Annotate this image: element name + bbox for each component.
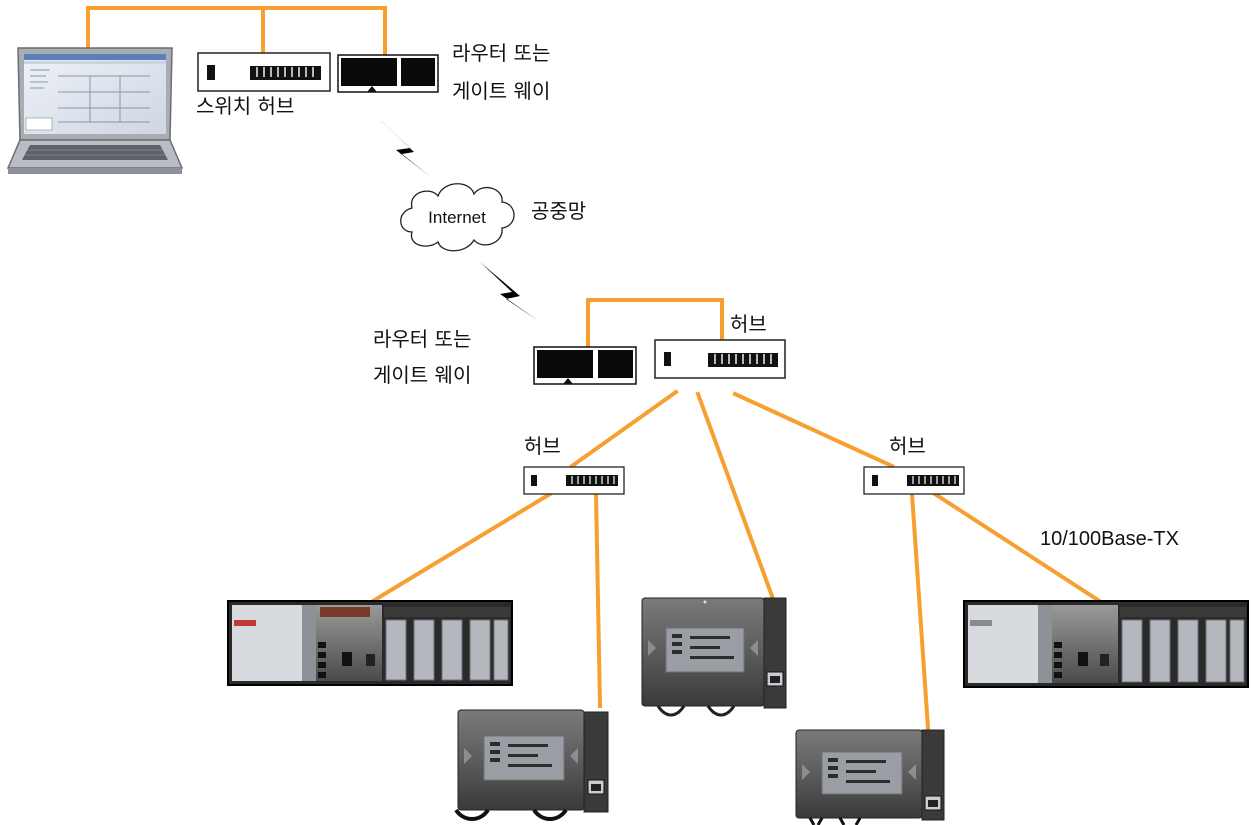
- switch-hub-icon: [197, 52, 331, 92]
- router-top-label-line1: 라우터 또는: [452, 41, 551, 65]
- cable-mid-router-hub: [586, 298, 724, 352]
- plc-rack-icon: [963, 600, 1249, 688]
- cables: [86, 6, 1107, 731]
- cable-lefthub-to-rack: [365, 491, 553, 607]
- cable-hub-to-right-hub: [732, 391, 895, 469]
- router-icon: [533, 346, 637, 385]
- router-mid-label-line2: 게이트 웨이: [373, 363, 472, 387]
- hub-center-label: 허브: [730, 312, 767, 336]
- router-mid-label-line1: 라우터 또는: [373, 327, 472, 351]
- router-icon: [337, 54, 439, 93]
- hub-right-label: 허브: [889, 434, 926, 458]
- plc-compact-icon: [795, 729, 945, 825]
- cable-type-label: 10/100Base-TX: [1040, 528, 1179, 550]
- switch-hub-icon: [523, 466, 625, 495]
- switch-hub-label: 스위치 허브: [196, 94, 295, 118]
- plc-compact-icon: [641, 597, 787, 717]
- cable-righthub-to-rack: [932, 491, 1107, 607]
- laptop-icon: [6, 47, 184, 174]
- router-top-label-line2: 게이트 웨이: [452, 79, 551, 103]
- cable-top-bus: [86, 6, 387, 62]
- cable-hub-to-center-plc: [695, 391, 775, 599]
- hub-left-label: 허브: [524, 434, 561, 458]
- plc-rack-icon: [227, 600, 513, 686]
- internet-cloud-icon: [400, 183, 515, 252]
- public-network-label: 공중망: [531, 199, 587, 223]
- switch-hub-icon: [863, 466, 965, 495]
- cable-righthub-to-plc: [909, 491, 931, 731]
- internet-label: Internet: [428, 208, 486, 227]
- wireless-link-icon: [380, 120, 432, 178]
- cable-lefthub-to-plc: [593, 491, 603, 709]
- cable-hub-to-left-hub: [569, 389, 679, 469]
- plc-compact-icon: [454, 709, 609, 821]
- switch-hub-icon: [654, 339, 786, 379]
- wireless-link-icon: [480, 262, 540, 322]
